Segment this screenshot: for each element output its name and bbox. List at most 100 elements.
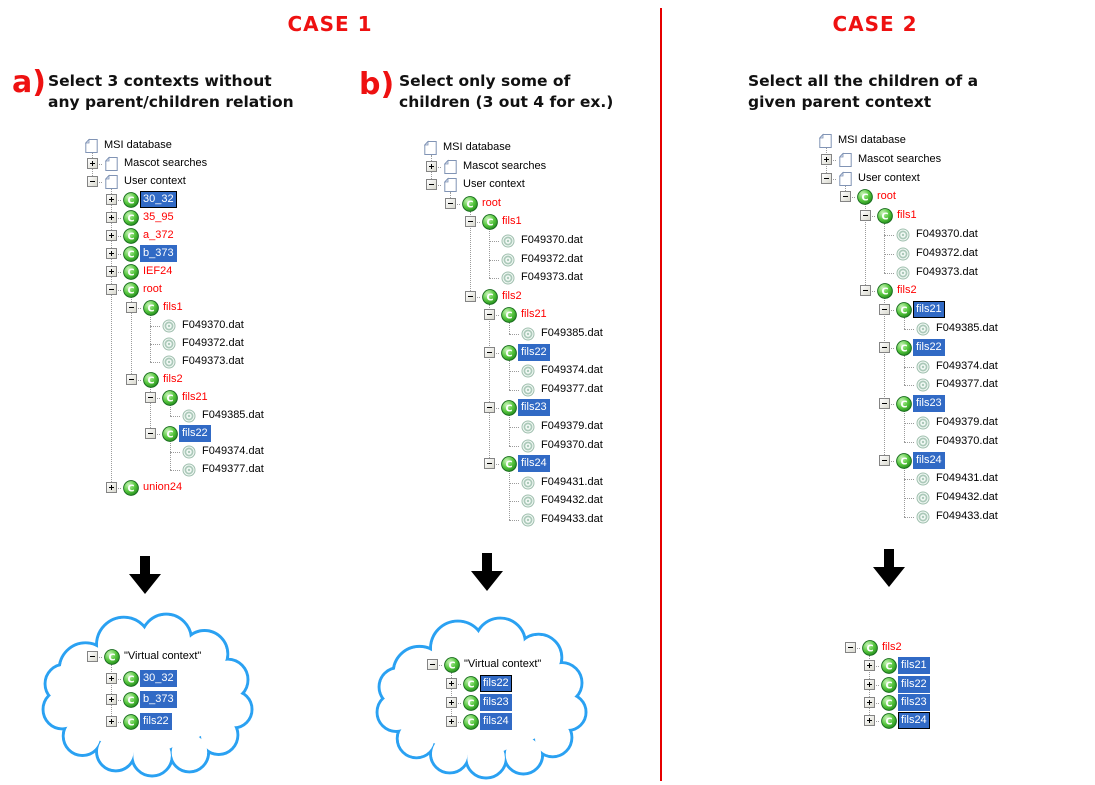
- tree-node-label[interactable]: fils2: [163, 373, 183, 385]
- dat-file-icon[interactable]: [162, 354, 178, 370]
- minus-expander-icon[interactable]: [106, 284, 117, 295]
- tree-node-label[interactable]: 30_32: [140, 191, 177, 208]
- minus-expander-icon[interactable]: [465, 291, 476, 302]
- dat-file-icon[interactable]: [162, 336, 178, 352]
- minus-expander-icon[interactable]: [145, 392, 156, 403]
- context-icon[interactable]: C: [501, 307, 517, 323]
- minus-expander-icon[interactable]: [860, 210, 871, 221]
- plus-expander-icon[interactable]: [106, 266, 117, 277]
- tree-node-label[interactable]: root: [143, 283, 162, 295]
- plus-expander-icon[interactable]: [426, 161, 437, 172]
- tree-node-label[interactable]: fils2: [882, 641, 902, 653]
- context-icon[interactable]: C: [104, 649, 120, 665]
- tree-node-label[interactable]: IEF24: [143, 265, 173, 277]
- minus-expander-icon[interactable]: [484, 309, 495, 320]
- minus-expander-icon[interactable]: [484, 458, 495, 469]
- tree-node-label[interactable]: fils22: [913, 339, 945, 356]
- tree-node-label[interactable]: F049374.dat: [202, 445, 264, 457]
- dat-file-icon[interactable]: [501, 270, 517, 286]
- document-icon[interactable]: [423, 140, 439, 156]
- tree-node-label[interactable]: fils2: [502, 290, 522, 302]
- context-icon[interactable]: C: [123, 228, 139, 244]
- minus-expander-icon[interactable]: [879, 455, 890, 466]
- tree-node-label[interactable]: F049370.dat: [541, 439, 603, 451]
- plus-expander-icon[interactable]: [106, 194, 117, 205]
- context-icon[interactable]: C: [143, 300, 159, 316]
- plus-expander-icon[interactable]: [864, 715, 875, 726]
- tree-node-label[interactable]: fils22: [140, 713, 172, 730]
- tree-node-label[interactable]: F049377.dat: [541, 383, 603, 395]
- minus-expander-icon[interactable]: [445, 198, 456, 209]
- tree-node-label[interactable]: fils23: [913, 395, 945, 412]
- dat-file-icon[interactable]: [916, 509, 932, 525]
- context-icon[interactable]: C: [881, 677, 897, 693]
- context-icon[interactable]: C: [896, 340, 912, 356]
- tree-node-label[interactable]: fils21: [913, 301, 945, 318]
- document-icon[interactable]: [443, 177, 459, 193]
- context-icon[interactable]: C: [501, 400, 517, 416]
- plus-expander-icon[interactable]: [446, 716, 457, 727]
- tree-node-label[interactable]: F049377.dat: [936, 378, 998, 390]
- context-icon[interactable]: C: [877, 283, 893, 299]
- minus-expander-icon[interactable]: [879, 398, 890, 409]
- dat-file-icon[interactable]: [521, 382, 537, 398]
- tree-node-label[interactable]: a_372: [143, 229, 174, 241]
- minus-expander-icon[interactable]: [879, 304, 890, 315]
- dat-file-icon[interactable]: [916, 377, 932, 393]
- tree-node-label[interactable]: fils22: [518, 344, 550, 361]
- minus-expander-icon[interactable]: [484, 347, 495, 358]
- tree-node-label[interactable]: fils2: [897, 284, 917, 296]
- context-icon[interactable]: C: [896, 453, 912, 469]
- context-icon[interactable]: C: [881, 713, 897, 729]
- context-icon[interactable]: C: [482, 289, 498, 305]
- context-icon[interactable]: C: [881, 695, 897, 711]
- dat-file-icon[interactable]: [182, 462, 198, 478]
- context-icon[interactable]: C: [857, 189, 873, 205]
- tree-node-label[interactable]: b_373: [140, 245, 177, 262]
- tree-node-label[interactable]: F049372.dat: [521, 253, 583, 265]
- minus-expander-icon[interactable]: [426, 179, 437, 190]
- context-icon[interactable]: C: [896, 302, 912, 318]
- dat-file-icon[interactable]: [916, 359, 932, 375]
- minus-expander-icon[interactable]: [860, 285, 871, 296]
- dat-file-icon[interactable]: [916, 490, 932, 506]
- minus-expander-icon[interactable]: [484, 402, 495, 413]
- tree-node-label[interactable]: User context: [463, 178, 525, 190]
- tree-node-label[interactable]: F049374.dat: [541, 364, 603, 376]
- tree-node-label[interactable]: MSI database: [443, 141, 511, 153]
- context-icon[interactable]: C: [162, 426, 178, 442]
- tree-node-label[interactable]: F049431.dat: [936, 472, 998, 484]
- context-icon[interactable]: C: [896, 396, 912, 412]
- tree-node-label[interactable]: F049370.dat: [521, 234, 583, 246]
- context-icon[interactable]: C: [501, 345, 517, 361]
- tree-node-label[interactable]: fils22: [179, 425, 211, 442]
- minus-expander-icon[interactable]: [879, 342, 890, 353]
- context-icon[interactable]: C: [463, 676, 479, 692]
- tree-node-label[interactable]: F049370.dat: [936, 435, 998, 447]
- tree-node-label[interactable]: F049433.dat: [541, 513, 603, 525]
- plus-expander-icon[interactable]: [106, 212, 117, 223]
- tree-node-label[interactable]: fils24: [518, 455, 550, 472]
- dat-file-icon[interactable]: [521, 326, 537, 342]
- document-icon[interactable]: [838, 171, 854, 187]
- plus-expander-icon[interactable]: [446, 678, 457, 689]
- plus-expander-icon[interactable]: [87, 158, 98, 169]
- minus-expander-icon[interactable]: [465, 216, 476, 227]
- tree-node-label[interactable]: F049385.dat: [202, 409, 264, 421]
- tree-node-label[interactable]: User context: [124, 175, 186, 187]
- document-icon[interactable]: [104, 174, 120, 190]
- dat-file-icon[interactable]: [896, 246, 912, 262]
- plus-expander-icon[interactable]: [864, 697, 875, 708]
- tree-node-label[interactable]: MSI database: [104, 139, 172, 151]
- tree-node-label[interactable]: 30_32: [140, 670, 177, 687]
- dat-file-icon[interactable]: [521, 419, 537, 435]
- plus-expander-icon[interactable]: [106, 716, 117, 727]
- dat-file-icon[interactable]: [521, 493, 537, 509]
- context-icon[interactable]: C: [123, 671, 139, 687]
- plus-expander-icon[interactable]: [446, 697, 457, 708]
- tree-node-label[interactable]: fils1: [897, 209, 917, 221]
- tree-node-label[interactable]: "Virtual context": [124, 650, 202, 662]
- minus-expander-icon[interactable]: [126, 302, 137, 313]
- dat-file-icon[interactable]: [182, 444, 198, 460]
- context-icon[interactable]: C: [162, 390, 178, 406]
